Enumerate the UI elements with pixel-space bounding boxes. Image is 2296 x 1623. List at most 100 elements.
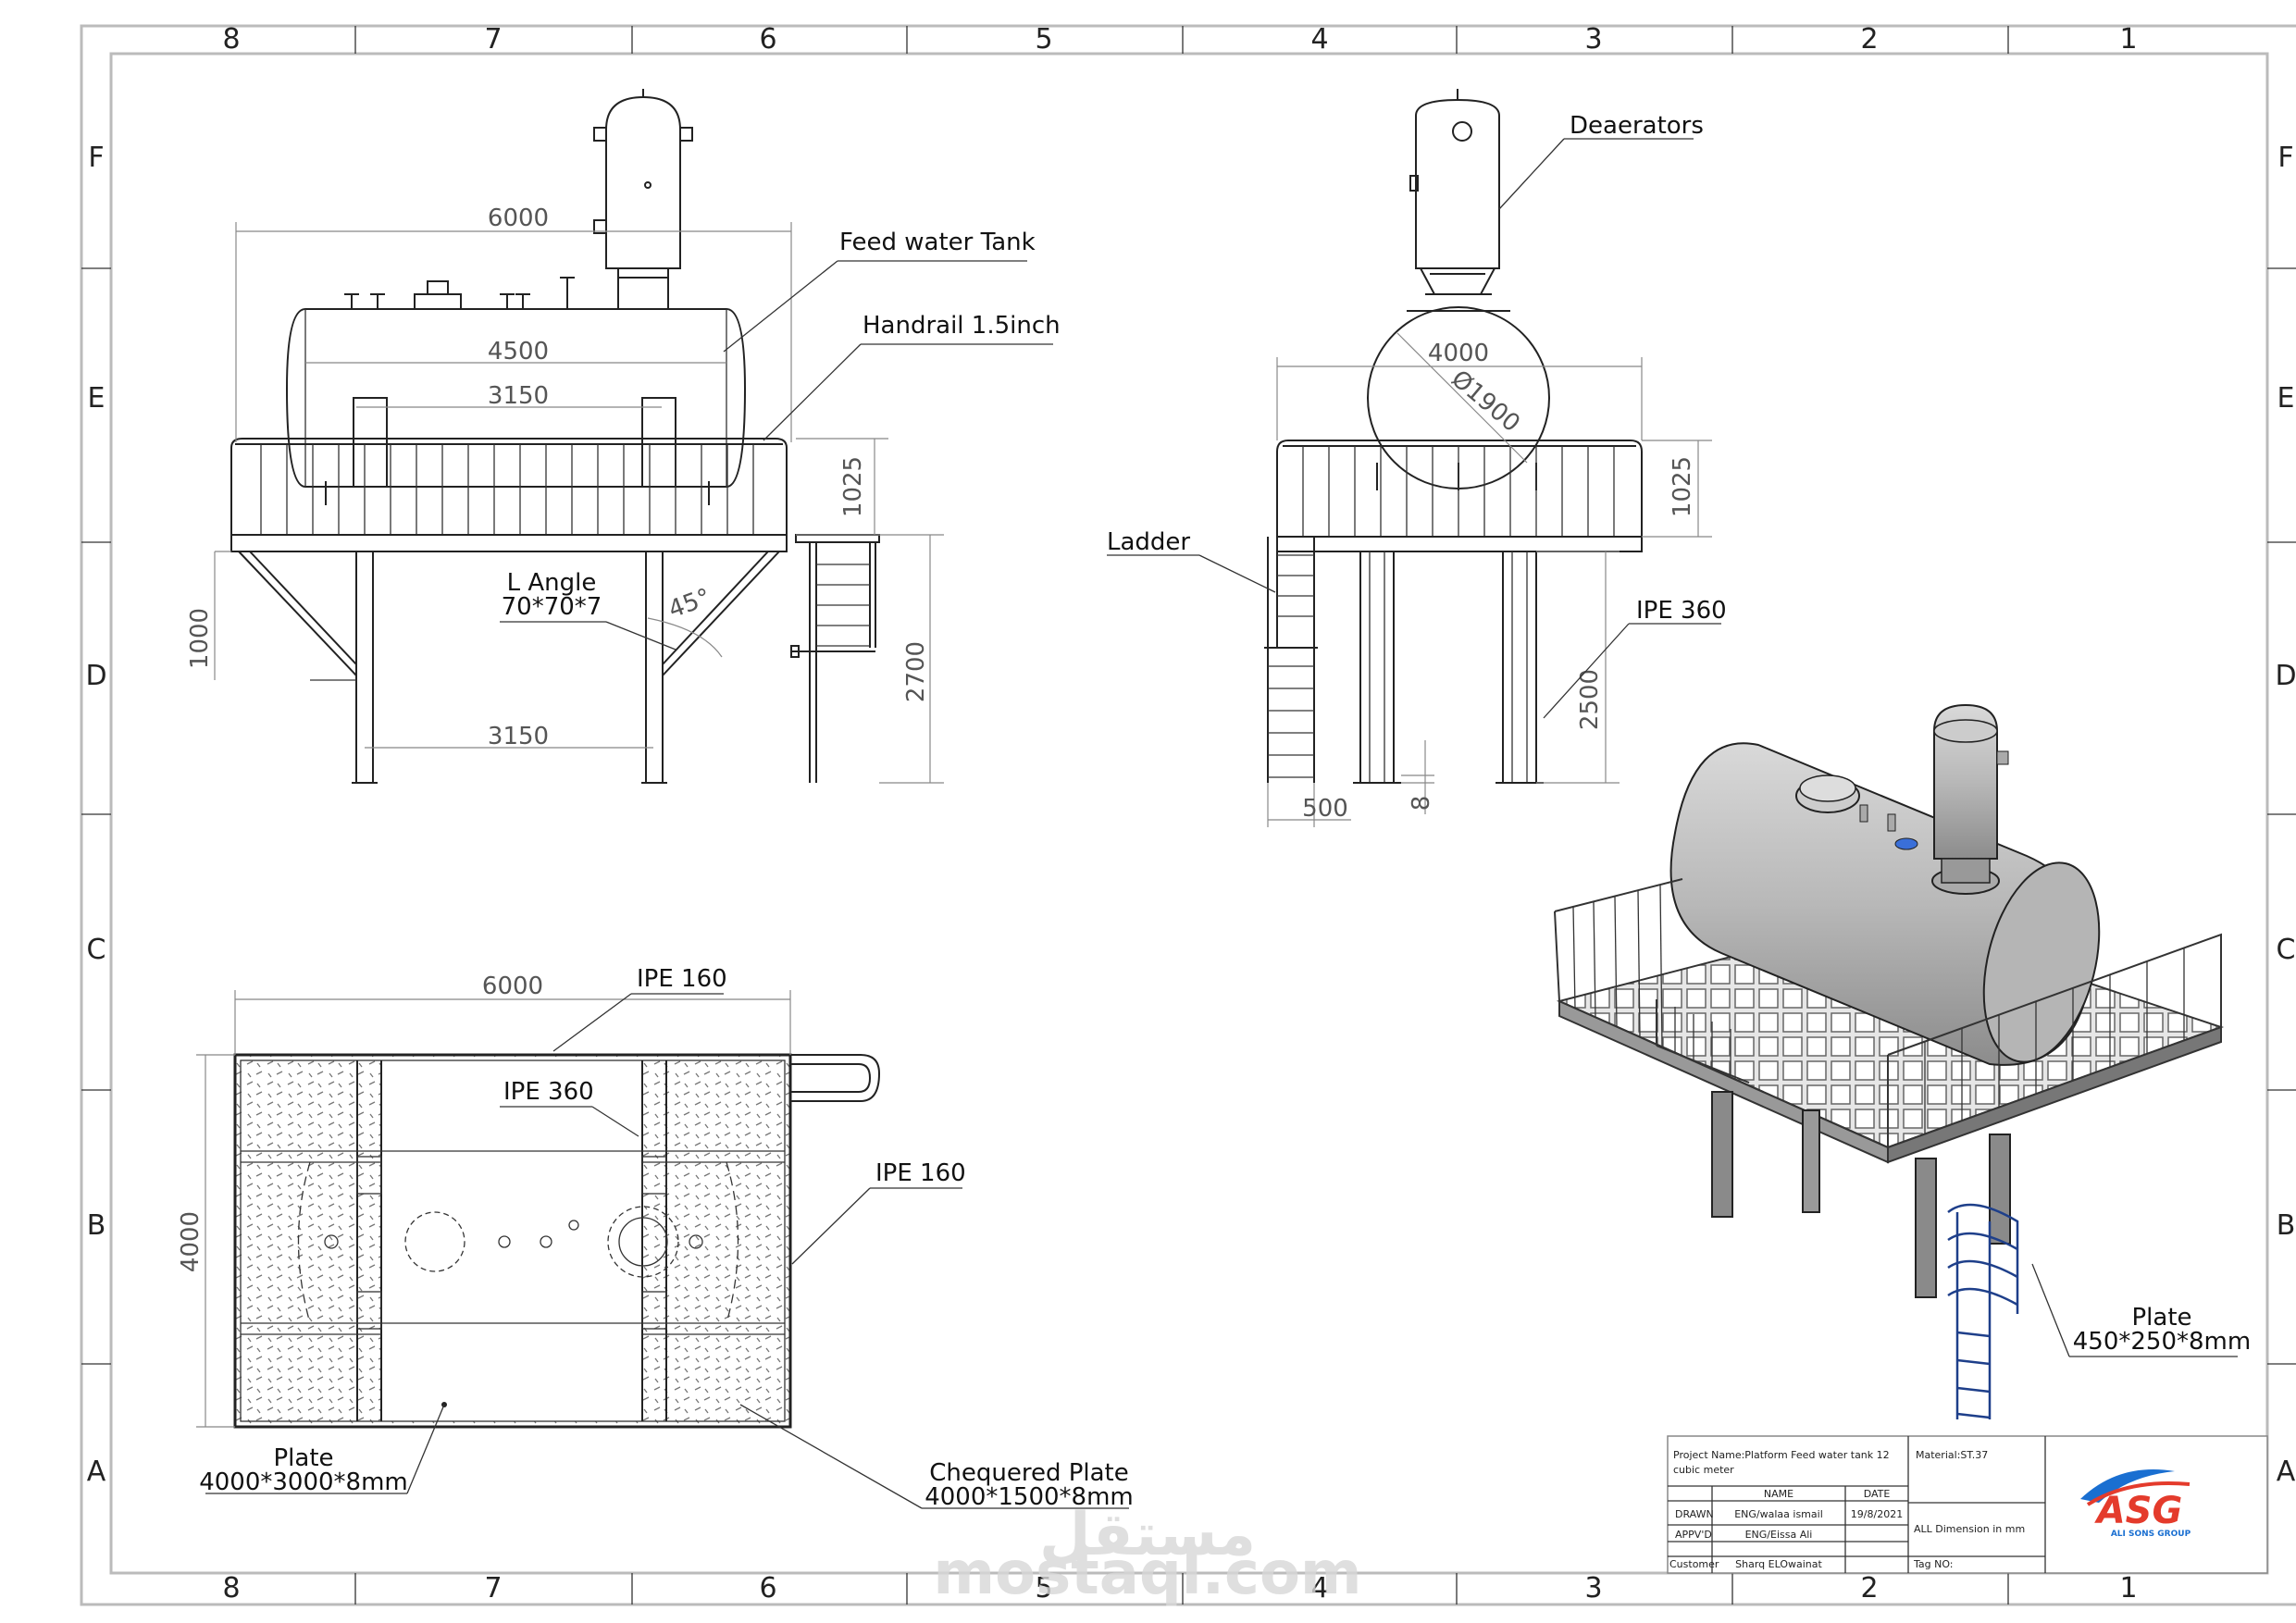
tb-customer-label: Customer	[1669, 1558, 1719, 1570]
label-handrail: Handrail 1.5inch	[863, 312, 1061, 340]
front-view: 6000 4500 3150 3150 1025 1000 2700 45° F…	[186, 89, 1061, 784]
col-label-top-8: 8	[222, 23, 240, 56]
watermark-arabic: مستقل	[1039, 1501, 1256, 1569]
label-l-angle-size: 70*70*7	[502, 593, 602, 621]
col-label-bottom-7: 7	[484, 1572, 502, 1604]
tb-dimension-note: ALL Dimension in mm	[1914, 1523, 2025, 1535]
label-ipe-360-top: IPE 360	[503, 1078, 594, 1106]
tb-tag: Tag NO:	[1913, 1558, 1954, 1570]
side-handrail	[1276, 440, 1643, 537]
front-tank	[285, 277, 747, 505]
side-dim-diameter: Ø1900	[1446, 365, 1525, 439]
tb-material: Material:ST.37	[1916, 1449, 1988, 1461]
row-label-right-c: C	[2277, 934, 2296, 966]
asg-logo: ASG ALI SONS GROUP	[2080, 1469, 2191, 1539]
label-ipe-160-right: IPE 160	[875, 1159, 966, 1187]
front-dim-2700: 2700	[902, 641, 930, 702]
label-ipe-360-side: IPE 360	[1636, 597, 1727, 625]
row-label-left-a: A	[87, 1456, 106, 1488]
col-label-top-7: 7	[484, 23, 502, 56]
row-label-right-b: B	[2277, 1209, 2296, 1242]
col-label-top-2: 2	[1860, 23, 1878, 56]
row-label-left-b: B	[87, 1209, 106, 1242]
side-ladder	[1264, 536, 1318, 783]
side-view: 4000 Ø1900 1025 2500 500 8 Deaerators La…	[1107, 89, 1727, 827]
label-ipe-160-top: IPE 160	[637, 965, 727, 993]
row-label-right-a: A	[2277, 1456, 2296, 1488]
title-block: Project Name:Platform Feed water tank 12…	[1667, 1435, 2268, 1574]
row-label-right-e: E	[2277, 382, 2295, 415]
row-label-left-d: D	[85, 660, 106, 692]
iso-legs	[1711, 1091, 2011, 1298]
tb-project-name: Project Name:Platform Feed water tank 12	[1673, 1449, 1890, 1461]
front-dim-3150-legs: 3150	[488, 723, 549, 750]
col-label-top-5: 5	[1035, 23, 1052, 56]
front-ladder	[790, 534, 880, 783]
iso-deaerator	[1931, 703, 2009, 895]
front-dimensions	[214, 222, 944, 784]
top-view: 6000 4000 IPE 160 IPE 360 IPE 160 Plate …	[177, 965, 1134, 1511]
iso-tank	[1669, 742, 2101, 1066]
side-legs	[1353, 551, 1544, 784]
label-chequered-plate-size: 4000*1500*8mm	[925, 1483, 1134, 1511]
front-dim-6000: 6000	[488, 204, 549, 232]
tb-project-name-2: cubic meter	[1673, 1464, 1734, 1476]
iso-leaders	[2031, 1263, 2238, 1357]
tb-drawn-name: ENG/walaa ismail	[1734, 1508, 1823, 1520]
row-label-right-d: D	[2275, 660, 2296, 692]
front-dim-3150-saddles: 3150	[488, 382, 549, 410]
top-dim-6000: 6000	[482, 973, 543, 1000]
row-label-left-c: C	[87, 934, 106, 966]
side-deaerator	[1409, 89, 1500, 295]
front-deaerator	[593, 89, 693, 310]
iso-handrails	[1554, 878, 2222, 1148]
side-dim-2500: 2500	[1576, 669, 1604, 730]
row-label-right-f: F	[2277, 142, 2293, 174]
tb-appvd-name: ENG/Eissa Ali	[1745, 1529, 1813, 1541]
col-label-top-4: 4	[1310, 23, 1328, 56]
watermark-latin: mostaql.com	[933, 1540, 1361, 1608]
front-legs	[238, 551, 780, 784]
side-deck	[1276, 536, 1643, 552]
side-dim-8: 8	[1408, 796, 1435, 812]
tb-customer-name: Sharq ELOwainat	[1735, 1558, 1822, 1570]
col-label-top-6: 6	[759, 23, 776, 56]
front-deck	[230, 534, 788, 552]
label-ladder: Ladder	[1107, 528, 1190, 556]
side-dimensions	[1267, 332, 1712, 827]
col-label-top-3: 3	[1584, 23, 1602, 56]
label-l-angle: L Angle	[507, 569, 597, 597]
sheet-border: 8 7 6 5 4 3 2 1 8 7 6 5 4 3 2 1 F E D C …	[80, 23, 2296, 1606]
label-deaerators: Deaerators	[1570, 112, 1704, 140]
front-dim-4500: 4500	[488, 338, 549, 365]
front-dim-1025: 1025	[839, 456, 867, 517]
logo-subtitle: ALI SONS GROUP	[2111, 1530, 2191, 1539]
front-leaders	[500, 260, 1053, 650]
front-dim-1000: 1000	[186, 608, 214, 669]
side-dim-1025: 1025	[1669, 456, 1696, 517]
logo-mark: ASG	[2094, 1490, 2183, 1532]
watermark: مستقل mostaql.com	[933, 1501, 1361, 1608]
col-label-bottom-5: 5	[1035, 1572, 1052, 1604]
col-label-bottom-4: 4	[1310, 1572, 1328, 1604]
iso-ladder	[1947, 1203, 2019, 1419]
side-dim-4000: 4000	[1428, 340, 1489, 367]
label-plate-size: 4000*3000*8mm	[199, 1468, 408, 1496]
label-feed-water-tank: Feed water Tank	[839, 229, 1036, 256]
label-chequered-plate: Chequered Plate	[929, 1459, 1129, 1487]
col-label-top-1: 1	[2119, 23, 2137, 56]
col-label-bottom-6: 6	[759, 1572, 776, 1604]
col-label-bottom-1: 1	[2119, 1572, 2137, 1604]
tb-drawn-date: 19/8/2021	[1851, 1508, 1903, 1520]
row-label-left-e: E	[88, 382, 105, 415]
col-label-bottom-2: 2	[1860, 1572, 1878, 1604]
col-label-bottom-3: 3	[1584, 1572, 1602, 1604]
tb-drawn-label: DRAWN	[1675, 1508, 1714, 1520]
front-handrail	[230, 438, 788, 535]
tb-appvd-label: APPV'D	[1675, 1529, 1712, 1541]
row-label-left-f: F	[88, 142, 104, 174]
iso-view: Plate 450*250*8mm	[1554, 703, 2251, 1419]
tb-header-date: DATE	[1864, 1488, 1891, 1500]
label-plate: Plate	[273, 1444, 333, 1472]
